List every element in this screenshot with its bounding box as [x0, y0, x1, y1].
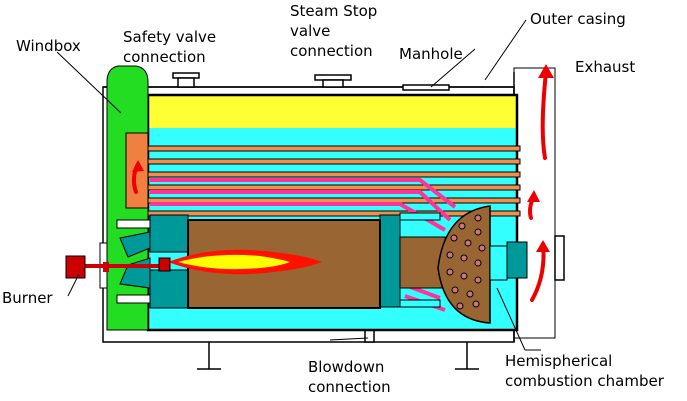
steam-space: [148, 95, 517, 128]
label-outer-casing: Outer casing: [530, 10, 626, 28]
front-refractory-bottom: [149, 269, 189, 309]
label-steam-stop-1: Steam Stop: [290, 2, 377, 20]
label-hemispherical-1: Hemispherical: [505, 352, 612, 370]
chamber-tube-holes: [446, 214, 486, 310]
label-manhole: Manhole: [399, 45, 463, 63]
flame-icon: [168, 249, 322, 275]
label-safety-valve-2: connection: [123, 48, 206, 66]
label-exhaust: Exhaust: [575, 58, 635, 76]
blowdown-pipe: [364, 329, 375, 343]
second-pass-tubes: [150, 178, 457, 312]
leader-lines: [56, 19, 541, 351]
front-refractory-top: [149, 214, 189, 253]
furnace-extension: [399, 236, 446, 289]
burner-assembly: [65, 255, 171, 279]
label-blowdown-2: connection: [308, 378, 391, 396]
label-steam-stop-3: connection: [290, 42, 373, 60]
label-burner: Burner: [2, 289, 53, 307]
label-windbox: Windbox: [16, 37, 81, 55]
steam-stop-fitting: [314, 74, 352, 88]
rear-inspection-port: [489, 245, 508, 281]
label-safety-valve-1: Safety valve: [123, 28, 216, 46]
label-steam-stop-2: valve: [290, 22, 330, 40]
safety-valve-fitting: [172, 72, 200, 88]
manhole-cover: [402, 84, 450, 91]
exhaust-flange: [554, 235, 565, 281]
rear-refractory: [379, 214, 401, 308]
label-blowdown-1: Blowdown: [308, 358, 384, 376]
label-hemispherical-2: combustion chamber: [505, 372, 665, 390]
